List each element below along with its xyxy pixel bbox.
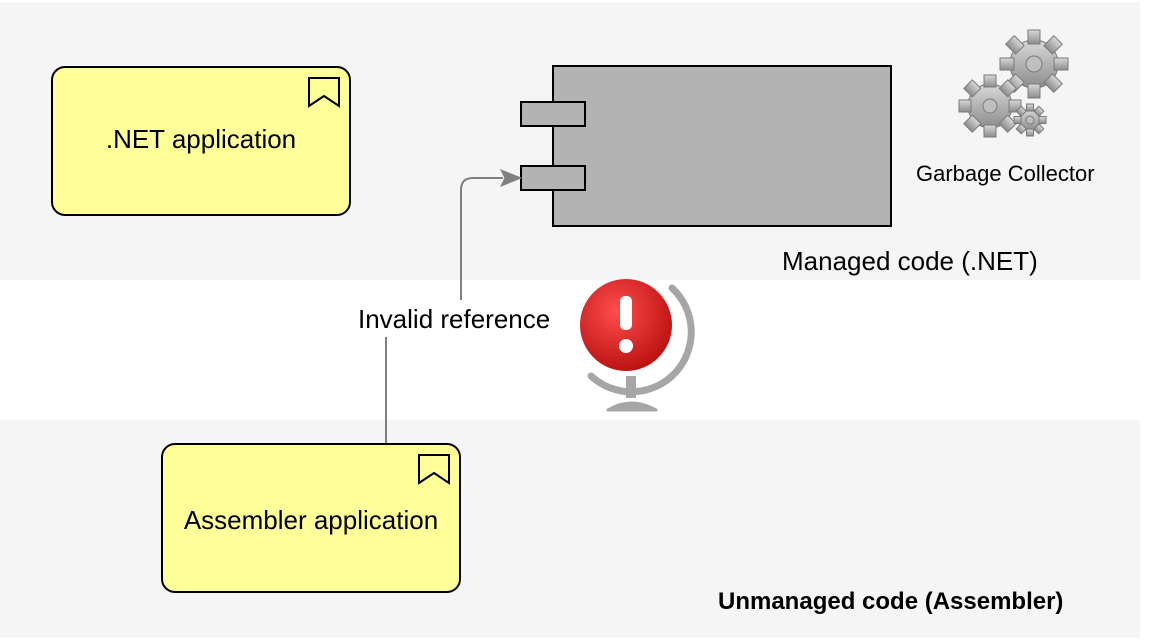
bookmark-flag-icon xyxy=(418,454,450,485)
dotnet-application-node[interactable]: .NET application xyxy=(51,66,351,216)
error-globe-icon xyxy=(580,279,695,412)
managed-code-zone-label: Managed code (.NET) xyxy=(782,246,1038,276)
unmanaged-code-zone-label: Unmanaged code (Assembler) xyxy=(718,588,1064,615)
bookmark-flag-icon xyxy=(308,77,340,108)
assembler-application-node[interactable]: Assembler application xyxy=(161,443,461,593)
invalid-reference-connector xyxy=(385,169,523,443)
garbage-collector-label: Garbage Collector xyxy=(916,161,1095,186)
arrow-head-icon xyxy=(499,169,523,187)
component-icon xyxy=(520,65,892,227)
gears-icon xyxy=(958,29,1069,138)
dotnet-application-label: .NET application xyxy=(105,124,297,154)
assembler-application-label: Assembler application xyxy=(183,505,439,535)
invalid-reference-label: Invalid reference xyxy=(354,302,555,337)
